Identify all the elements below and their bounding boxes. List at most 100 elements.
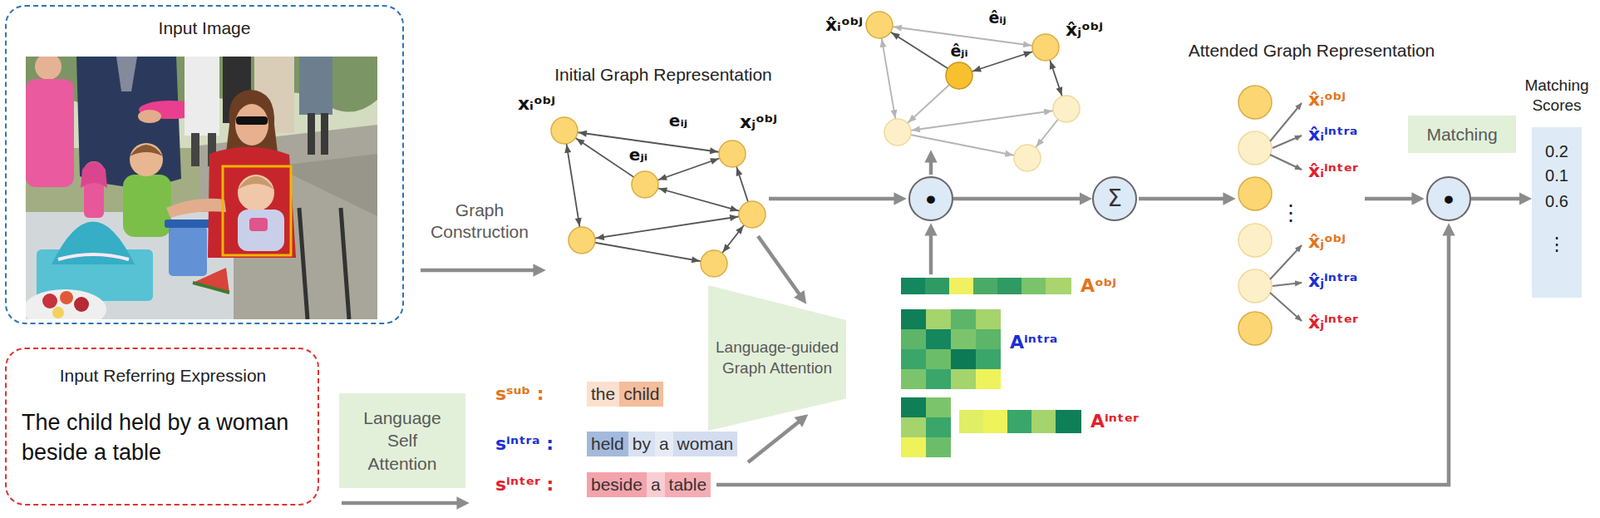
graph-node-part — [1032, 34, 1059, 61]
trapezoid-outline — [708, 285, 847, 431]
input-photo-part — [237, 209, 285, 252]
attended-node-part — [1238, 223, 1272, 257]
word-chip: a — [654, 431, 674, 456]
attended-node — [1238, 85, 1272, 345]
attention-map-part — [1031, 409, 1057, 434]
attention-map-part — [1007, 409, 1033, 434]
attention-map-part — [925, 349, 951, 370]
attention-map-part — [900, 349, 926, 370]
graph-node-part — [1053, 95, 1080, 123]
input-photo-part — [83, 181, 104, 218]
score-value: 0.1 — [1531, 165, 1582, 186]
attention-map-part — [925, 397, 951, 418]
input-photo-part — [191, 132, 200, 167]
score-value: 0.6 — [1531, 191, 1582, 212]
input-photo-part — [42, 293, 58, 309]
input-photo-part — [307, 113, 316, 155]
math-label: êᵢⱼ — [988, 8, 1006, 29]
graph-node-part — [866, 11, 893, 39]
graph-node-part — [1014, 144, 1041, 172]
graph-node-part — [884, 118, 911, 146]
initial-graph-edge — [564, 130, 753, 264]
input-photo-part — [299, 56, 333, 115]
flow-arrow — [1471, 196, 1523, 202]
math-label: x̂ⱼⁱⁿᵗʳᵃ — [1308, 269, 1358, 293]
input-photo-part — [25, 289, 107, 320]
fan-arrow-part — [1270, 245, 1302, 280]
attention-map-part — [900, 437, 926, 458]
math-label: êⱼᵢ — [950, 41, 968, 62]
flow-arrow-part — [758, 236, 802, 297]
attention-map-part — [975, 329, 1001, 350]
graph-node-part — [718, 140, 746, 168]
score-column: Matching Scores0.20.10.6⋮ — [1531, 127, 1582, 298]
box-label: Language Self Attention — [352, 406, 453, 475]
flow-arrow-part — [1138, 196, 1227, 202]
input-photo-part — [51, 221, 135, 266]
phrase-label: sˢᵘᵇ : — [495, 382, 545, 406]
math-label: x̂ᵢᵒᵇʲ — [1308, 88, 1346, 112]
flow-arrow-part — [929, 231, 934, 275]
box-label: Language-guided Graph Attention — [712, 337, 842, 379]
input-photo-part — [192, 282, 230, 293]
phrase-label: sⁱⁿᵗʳᵃ : — [495, 432, 554, 456]
input-photo-part — [80, 161, 108, 188]
initial-graph-edge-part — [564, 130, 582, 241]
column-heading: Matching Scores — [1521, 75, 1593, 116]
attention-map-part — [900, 277, 926, 295]
box-label: Matching — [1426, 124, 1497, 145]
matrix-label: Aᵒᵇʲ — [1080, 274, 1117, 298]
input-photo-part — [34, 56, 62, 80]
flow-arrow-part — [748, 419, 802, 463]
attention-map-part — [950, 329, 976, 350]
initial-graph-edge-part — [581, 240, 714, 264]
attention-map-part — [1045, 277, 1072, 295]
attended-node-part — [1238, 269, 1272, 303]
graph-node-part — [631, 171, 659, 198]
target-box — [222, 166, 291, 256]
attention-map-part — [1021, 277, 1047, 295]
math-label: xⱼᵒᵇʲ — [739, 110, 778, 134]
step-label: Graph Construction — [421, 199, 538, 244]
word-chip: the — [586, 381, 620, 406]
math-label: eᵢⱼ — [669, 110, 688, 132]
word-chip: child — [619, 381, 664, 406]
math-label: x̂ᵢⁱⁿᵗʳᵃ — [1308, 123, 1358, 147]
input-photo-part — [184, 56, 220, 136]
math-label: eⱼᵢ — [629, 144, 648, 166]
panel-heading: Input Referring Expression — [21, 365, 305, 386]
attention-map-part — [950, 369, 976, 389]
attention-map-part — [973, 277, 999, 295]
attention-map-part — [900, 329, 926, 350]
math-label: x̂ⱼⁱⁿᵗᵉʳ — [1308, 310, 1359, 335]
operator-symbol: • — [925, 184, 936, 213]
attention-trapezoid: Language-guided Graph Attention — [708, 285, 847, 431]
expression-panel: Input Referring ExpressionThe child held… — [4, 347, 320, 506]
graph-node-part — [700, 250, 728, 277]
graph-node-part — [568, 226, 596, 254]
attention-map-part — [949, 277, 975, 295]
attended-node-part — [1238, 85, 1272, 119]
input-photo-part — [137, 109, 162, 124]
word-chip: by — [628, 431, 655, 456]
initial-graph-edge-part — [581, 214, 753, 241]
input-photo-part — [59, 290, 74, 305]
attended-graph-edge — [879, 24, 1067, 158]
matrix-label: Aⁱⁿᵗʳᵃ — [1009, 330, 1058, 355]
attended-node-part — [1238, 131, 1272, 165]
flow-arrow-part — [341, 501, 461, 506]
attention-map-part — [975, 369, 1001, 389]
input-photo-part — [25, 78, 74, 188]
matrix-label: Aⁱⁿᵗᵉʳ — [1090, 409, 1139, 434]
attention-map-part — [925, 277, 951, 295]
flow-arrow-part — [1364, 196, 1416, 202]
word-chip: woman — [673, 431, 739, 456]
input-photo-part — [129, 144, 163, 157]
attention-map-part — [1055, 409, 1082, 434]
flow-arrow-part — [768, 196, 898, 202]
operator-symbol: Σ — [1107, 187, 1123, 211]
